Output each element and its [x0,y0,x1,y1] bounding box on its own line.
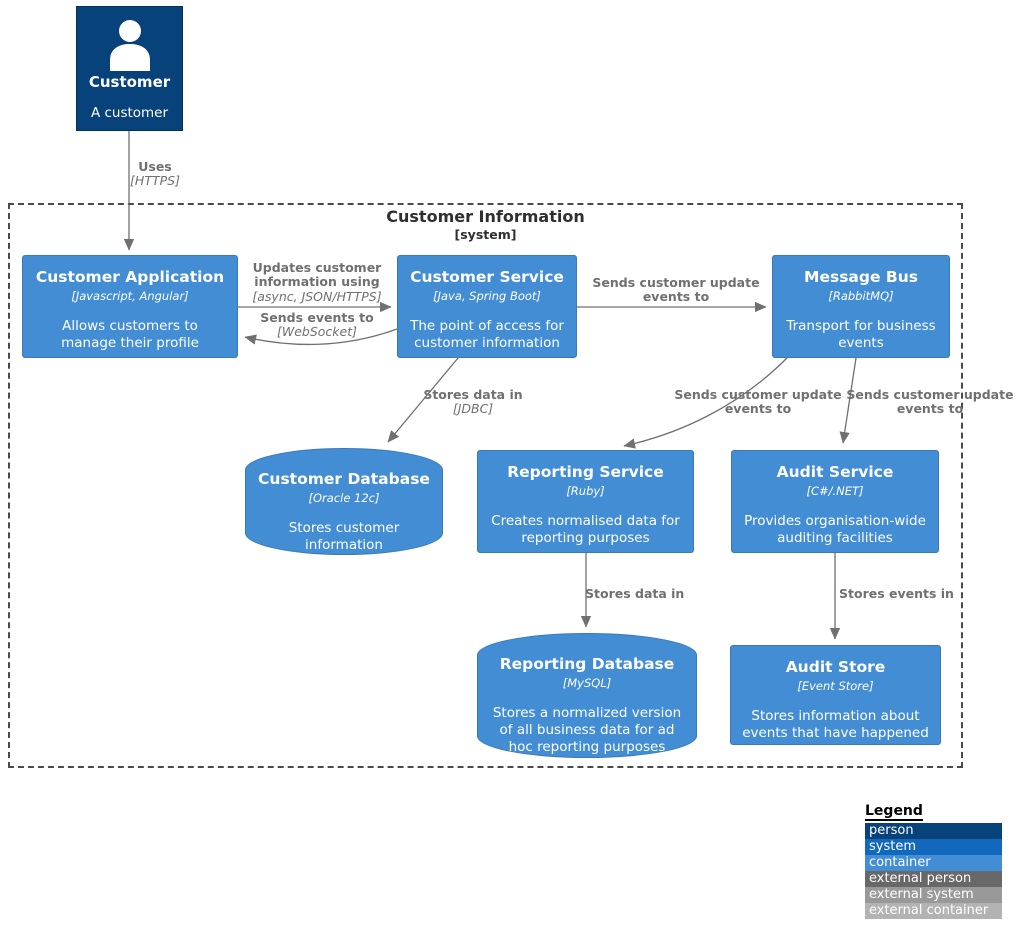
node-customer-database[interactable]: Customer Database [Oracle 12c] Stores cu… [245,448,443,555]
node-description: Stores a normalized version of all busin… [492,704,682,755]
rel-name: Sends customer update events to [846,387,1014,417]
node-reporting-database[interactable]: Reporting Database [MySQL] Stores a norm… [477,633,697,758]
node-audit-service[interactable]: Audit Service [C#/.NET] Provides organis… [731,450,939,553]
boundary-name: Customer Information [386,207,585,226]
node-reporting-service[interactable]: Reporting Service [Ruby] Creates normali… [477,450,694,553]
boundary-type: [system] [454,227,517,242]
node-technology: [Oracle 12c] [308,490,380,505]
node-title: Message Bus [804,268,918,286]
rel-bus-sends-updates-to-audit: Sends customer update events to [844,387,1016,417]
rel-audit-stores-events-in: Stores events in [839,586,969,601]
node-description: A customer [90,105,169,121]
node-description: Stores customer information [288,519,400,553]
node-technology: [C#/.NET] [806,483,864,498]
node-customer-application[interactable]: Customer Application [Javascript, Angula… [22,255,238,358]
legend: Legend person system container external … [865,800,1002,919]
rel-name: Stores events in [839,586,954,601]
rel-service-sends-events-to-application: Sends events to [WebSocket] [237,310,397,340]
legend-item-container: container [865,855,1002,871]
node-description: Provides organisation-wide auditing faci… [744,512,926,546]
node-title: Audit Store [785,658,886,676]
node-title: Customer [88,73,171,91]
rel-technology: [HTTPS] [130,173,180,189]
node-technology: [Event Store] [797,678,874,693]
node-title: Customer Application [35,268,225,286]
node-technology: [MySQL] [562,675,612,690]
rel-technology: [WebSocket] [276,324,358,340]
node-customer-service[interactable]: Customer Service [Java, Spring Boot] The… [397,255,577,358]
legend-item-person: person [865,823,1002,839]
rel-name: Stores data in [423,387,523,402]
node-customer-person[interactable]: Customer A customer [76,6,183,131]
node-message-bus[interactable]: Message Bus [RabbitMQ] Transport for bus… [772,255,950,358]
rel-name: Sends customer update events to [592,275,760,305]
node-description: Creates normalised data for reporting pu… [491,512,680,546]
rel-service-sends-updates-to-bus: Sends customer update events to [586,275,766,305]
node-technology: [Ruby] [566,483,605,498]
legend-item-external-person: external person [865,871,1002,887]
rel-name: Sends customer update events to [674,387,842,417]
node-technology: [Java, Spring Boot] [433,288,541,303]
legend-item-system: system [865,839,1002,855]
rel-customer-uses-application: Uses [HTTPS] [100,159,210,189]
legend-item-external-system: external system [865,887,1002,903]
legend-item-external-container: external container [865,903,1002,919]
rel-application-updates-service: Updates customer information using [asyn… [232,260,402,304]
rel-name: Updates customer information using [252,260,382,290]
node-title: Audit Service [776,463,894,481]
node-technology: [Javascript, Angular] [71,288,189,303]
node-description: Allows customers to manage their profile [61,317,199,351]
node-description: Stores information about events that hav… [742,707,929,741]
rel-bus-sends-updates-to-reporting: Sends customer update events to [672,387,844,417]
system-boundary [8,203,963,768]
node-title: Customer Database [258,470,430,488]
node-title: Customer Service [410,268,564,286]
rel-service-stores-data-in-database: Stores data in [JDBC] [398,387,548,417]
node-description: Transport for business events [786,317,936,351]
node-technology: [RabbitMQ] [828,288,894,303]
node-title: Reporting Service [507,463,664,481]
node-audit-store[interactable]: Audit Store [Event Store] Stores informa… [730,645,941,745]
person-icon [109,20,150,71]
rel-technology: [async, JSON/HTTPS] [252,288,382,304]
legend-title: Legend [865,803,923,821]
node-description: The point of access for customer informa… [410,317,564,351]
rel-name: Sends events to [260,310,374,325]
rel-technology: [JDBC] [452,401,494,417]
rel-name: Stores data in [585,586,685,601]
system-boundary-title: Customer Information [system] [8,207,963,242]
rel-reporting-stores-data-in: Stores data in [585,586,715,601]
rel-name: Uses [138,159,172,174]
node-title: Reporting Database [499,655,675,673]
